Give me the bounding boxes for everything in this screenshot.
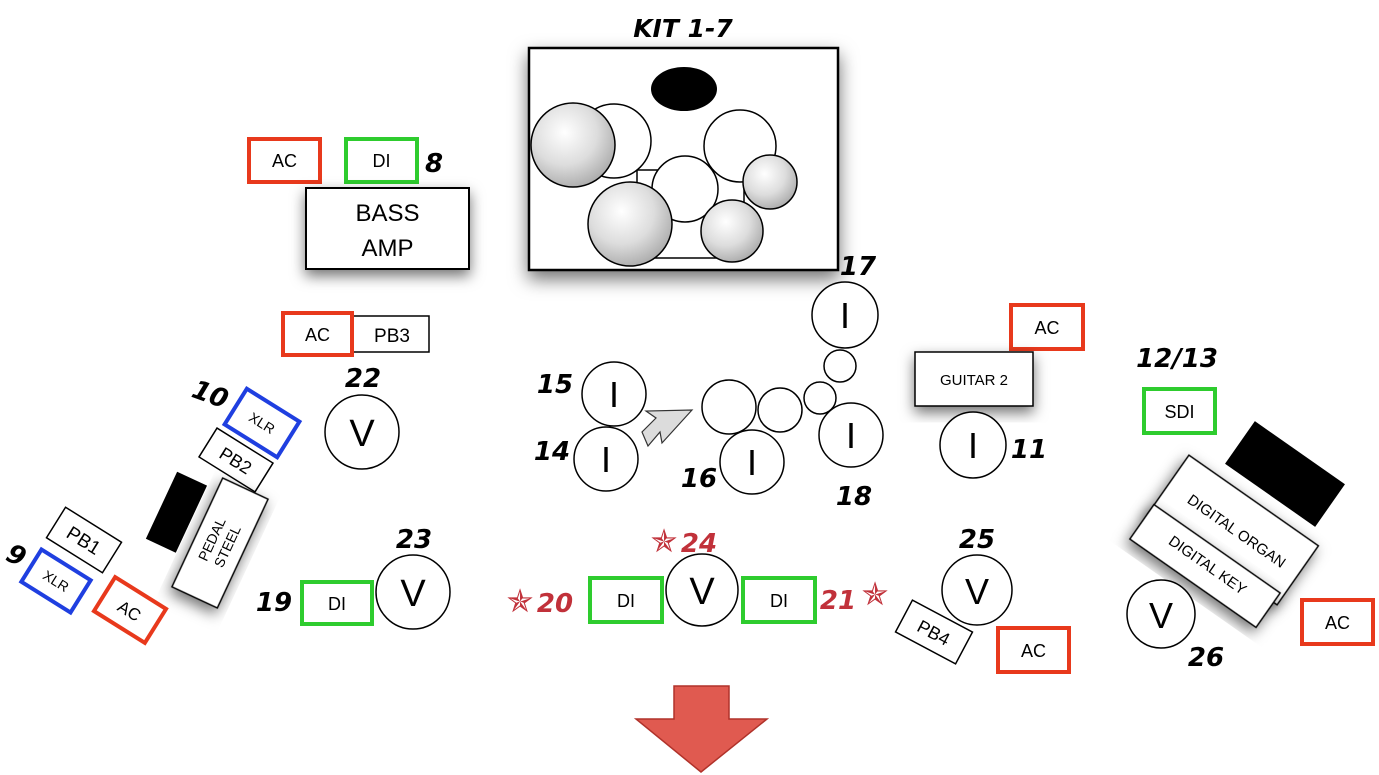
input-number-11: 11 [1011,435,1047,465]
instrument-mic-label: I [747,442,757,483]
star-icon: ✯ [862,576,889,612]
pedal-block-icon [145,471,208,553]
input-number-26: 26 [1188,643,1224,673]
ac-box [247,137,322,184]
ac-box [1300,598,1375,646]
input-number-17: 17 [840,252,877,282]
xlr-box [18,546,94,616]
ac-box-label: AC [1325,613,1350,633]
star-icon: ✯ [507,583,534,619]
vocal-mic-icon [941,554,1013,626]
instrument-mic-label: I [601,439,611,480]
ac-box-label: AC [1034,318,1059,338]
input-number-15: 15 [537,370,573,400]
pb4-box [894,599,974,665]
input-number-18: 18 [836,482,872,512]
input-number-8: 8 [425,149,443,179]
di-box [344,137,419,184]
input-number-10: 10 [188,375,232,416]
kit-title: KIT 1-7 [633,14,733,43]
di-box-label: DI [328,594,346,614]
pedal-steel [170,477,270,609]
ac-box [1009,303,1085,351]
drum-icon [757,387,803,433]
instrument-mic-label: I [840,295,850,336]
input-number-9: 9 [1,539,30,574]
ac-box-label: AC [305,325,330,345]
pb3-label: PB3 [374,326,410,347]
pb2-box [197,427,275,493]
di-box-label: DI [373,151,391,171]
pb1-box [45,506,123,574]
vocal-mic-label: V [1149,595,1173,636]
instrument-mic-icon [573,426,639,492]
instrument-mic-icon [818,402,884,468]
keys-stand-icon [1225,421,1345,527]
vocal-mic-icon [1126,579,1196,649]
guitar-2-label: GUITAR 2 [940,372,1008,389]
cymbal-icon [700,199,764,263]
drum-icon [803,381,837,415]
bass-amp-label-line1: BASS [355,200,419,227]
instrument-mic-label: I [968,425,978,466]
vocal-mic-label: V [349,413,375,455]
vocal-mic-label: V [400,573,426,615]
vocal-mic-label: V [965,571,989,612]
instrument-mic-icon [939,411,1007,479]
cymbal-icon [587,181,673,267]
input-number-16: 16 [681,464,717,494]
di-box-label: DI [770,591,788,611]
input-number-14: 14 [534,437,570,467]
instrument-mic-label: I [609,374,619,415]
ac-box [281,311,354,357]
input-number-12-13: 12/13 [1136,344,1218,374]
vocal-mic-icon [375,554,451,630]
input-number-22: 22 [345,364,381,394]
input-number-20: 20 [537,589,573,619]
xlr-box [221,386,303,460]
input-number-19: 19 [256,588,292,618]
vocal-mic-icon [665,553,739,627]
bass-amp [305,187,470,270]
di-box-label: DI [617,591,635,611]
instrument-mic-icon [811,281,879,349]
vocal-mic-label: V [689,571,715,613]
di-box [300,580,374,626]
ac-box [996,626,1071,674]
guitar-2-amp [914,351,1034,407]
drum-icon [823,349,857,383]
ac-box [91,574,169,646]
instrument-mic-label: I [846,415,856,456]
input-number-25: 25 [959,525,995,555]
sdi-box [1142,387,1217,435]
direction-arrow-icon [641,409,694,448]
input-number-23: 23 [396,525,432,555]
cymbal-icon [742,154,798,210]
drum-icon [701,379,757,435]
di-box [588,576,664,624]
drum-riser [527,46,840,272]
instrument-mic-icon [719,429,785,495]
digital-key [1128,503,1282,629]
cymbal-icon [530,102,616,188]
audience-direction-arrow-icon [633,685,770,773]
ac-box-label: AC [1021,641,1046,661]
input-number-21: 21 [820,586,856,616]
bass-amp-label-line2: AMP [361,235,413,262]
di-box [741,576,817,624]
star-icon: ✯ [651,523,678,559]
pb3-box [349,315,430,353]
instrument-mic-icon [581,361,647,427]
ac-box-label: AC [272,151,297,171]
kick-drum-icon [651,67,717,111]
sdi-box-label: SDI [1164,402,1194,422]
vocal-mic-icon [324,394,400,470]
